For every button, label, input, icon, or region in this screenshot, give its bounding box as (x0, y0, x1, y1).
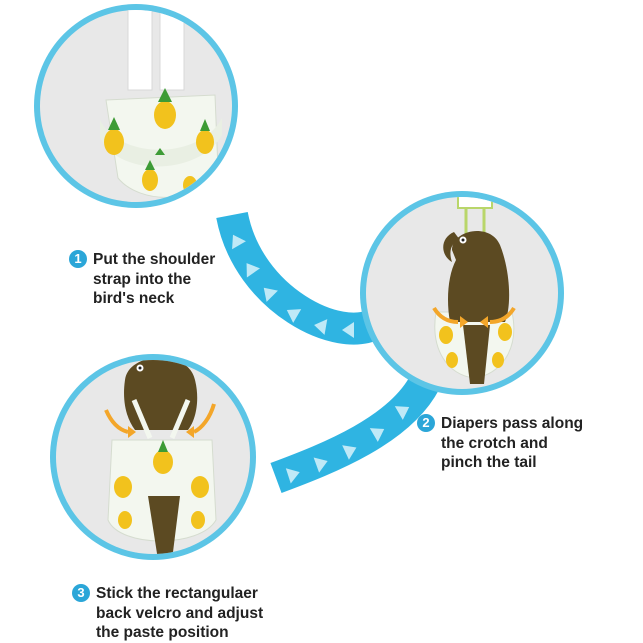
parrot-icon (443, 231, 510, 384)
arrow-icon (285, 468, 300, 484)
direction-arrows-top (232, 234, 354, 338)
step-2-image (360, 191, 564, 395)
step-1-line-3: bird's neck (93, 290, 175, 307)
arrow-icon (314, 319, 328, 335)
step-number-badge: 1 (69, 250, 87, 268)
arrow-icon (263, 287, 278, 302)
step-1-line-2: strap into the (93, 270, 192, 288)
step-3-line-2: back velcro and adjust (96, 604, 264, 622)
arrow-icon (369, 428, 385, 442)
pineapple-pattern (104, 88, 214, 194)
step-2-line-3: pinch the tail (441, 454, 537, 471)
step-3-line-1: Stick the rectangulaer (96, 585, 258, 602)
step-2-line-1: Diapers pass along (441, 415, 584, 432)
connector-path-top (216, 211, 385, 345)
adjust-arrows (432, 306, 516, 324)
arrow-icon (246, 263, 260, 278)
arrow-icon (286, 309, 302, 323)
arrow-icon (342, 322, 354, 338)
parrot-icon (124, 360, 198, 554)
step-2-line-2: the crotch and (441, 434, 548, 452)
step-1-image (34, 4, 238, 208)
adjust-arrows (104, 403, 216, 434)
step-number-badge: 3 (72, 584, 90, 602)
direction-arrows-bottom (285, 406, 410, 484)
arrow-icon (313, 457, 328, 473)
arrow-icon (232, 234, 246, 250)
step-number-badge: 2 (417, 414, 435, 432)
step-3-image (50, 354, 256, 560)
step-1-line-1: Put the shoulder (93, 251, 216, 268)
arrow-icon (394, 406, 410, 420)
step-3-line-3: the paste position (96, 624, 229, 641)
arrow-icon (342, 445, 357, 460)
connector-path-bottom (270, 373, 440, 494)
